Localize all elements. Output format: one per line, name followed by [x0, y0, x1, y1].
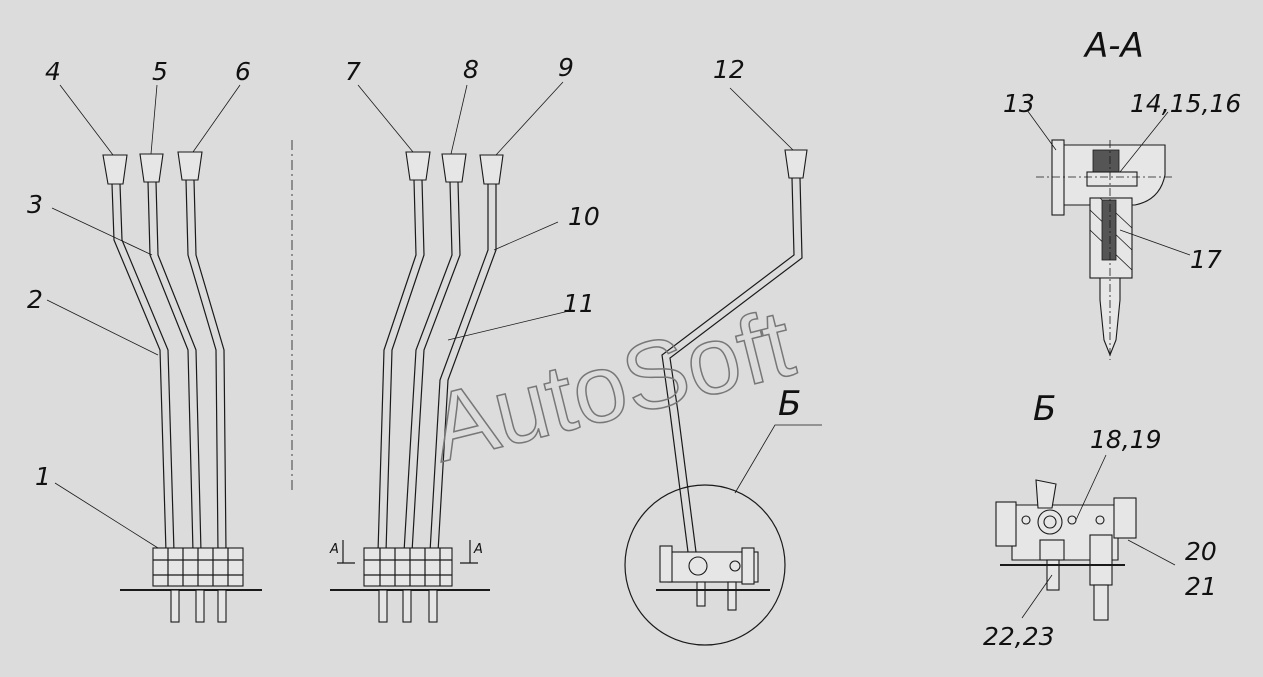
callout-14-15-16: 14,15,16: [1130, 89, 1241, 118]
callout-5: 5: [152, 57, 168, 86]
middle-lower-rods: [378, 589, 438, 623]
callout-18-19: 18,19: [1090, 425, 1162, 454]
watermark: AutoSoft: [420, 290, 803, 483]
callout-12: 12: [713, 55, 745, 84]
callout-6: 6: [235, 57, 251, 86]
cut-mark-right: [460, 540, 478, 564]
lever-rod-a: [111, 183, 175, 553]
callout-13: 13: [1003, 89, 1035, 118]
knob-7: [405, 151, 431, 181]
left-lever-assembly: [102, 151, 262, 623]
callout-2: 2: [27, 285, 43, 314]
knob-8: [441, 153, 467, 183]
callout-7: 7: [345, 57, 361, 86]
section-aa-title: А-А: [1083, 26, 1144, 66]
callout-20: 20: [1185, 537, 1217, 566]
lever-rod-d: [377, 179, 425, 553]
lever-12-assembly: [624, 149, 808, 646]
left-lower-rods: [170, 589, 227, 623]
detail-b-circle: [624, 484, 786, 646]
knob-4: [102, 154, 128, 185]
callout-9: 9: [558, 53, 574, 82]
lever-rod-f: [429, 184, 497, 553]
knob-6: [177, 151, 203, 181]
detail-b-mechanism: [656, 545, 770, 611]
leader-lines: [46, 81, 1191, 619]
knob-9: [479, 154, 504, 185]
callout-22-23: 22,23: [983, 622, 1055, 651]
cut-mark-left-label: А: [329, 542, 339, 557]
lever-rod-e: [403, 181, 461, 553]
knob-12: [784, 149, 808, 179]
callout-labels: 1 2 3 4 5 6 7 8 9 10 11 12 13 14,15,16 1…: [27, 53, 1241, 651]
callout-10: 10: [568, 202, 600, 231]
cut-mark-left: [337, 540, 355, 564]
detail-b-title: Б: [1033, 389, 1056, 429]
callout-21: 21: [1185, 572, 1217, 601]
cut-mark-right-label: А: [473, 542, 483, 557]
view-titles: А-А Б Б А А: [329, 26, 1144, 557]
callout-8: 8: [463, 55, 479, 84]
middle-lever-assembly: [330, 151, 504, 623]
callout-3: 3: [27, 190, 43, 219]
section-aa-view: [1036, 139, 1175, 360]
callout-1: 1: [35, 462, 51, 491]
callout-17: 17: [1190, 245, 1222, 274]
callout-11: 11: [563, 289, 595, 318]
detail-b-reference: Б: [778, 384, 801, 424]
callout-4: 4: [45, 57, 61, 86]
knob-5: [139, 153, 164, 183]
detail-b-view: [995, 479, 1137, 621]
lever-rod-b: [147, 181, 202, 553]
middle-base-bracket: [363, 547, 453, 587]
lever-rod-c: [185, 179, 227, 553]
